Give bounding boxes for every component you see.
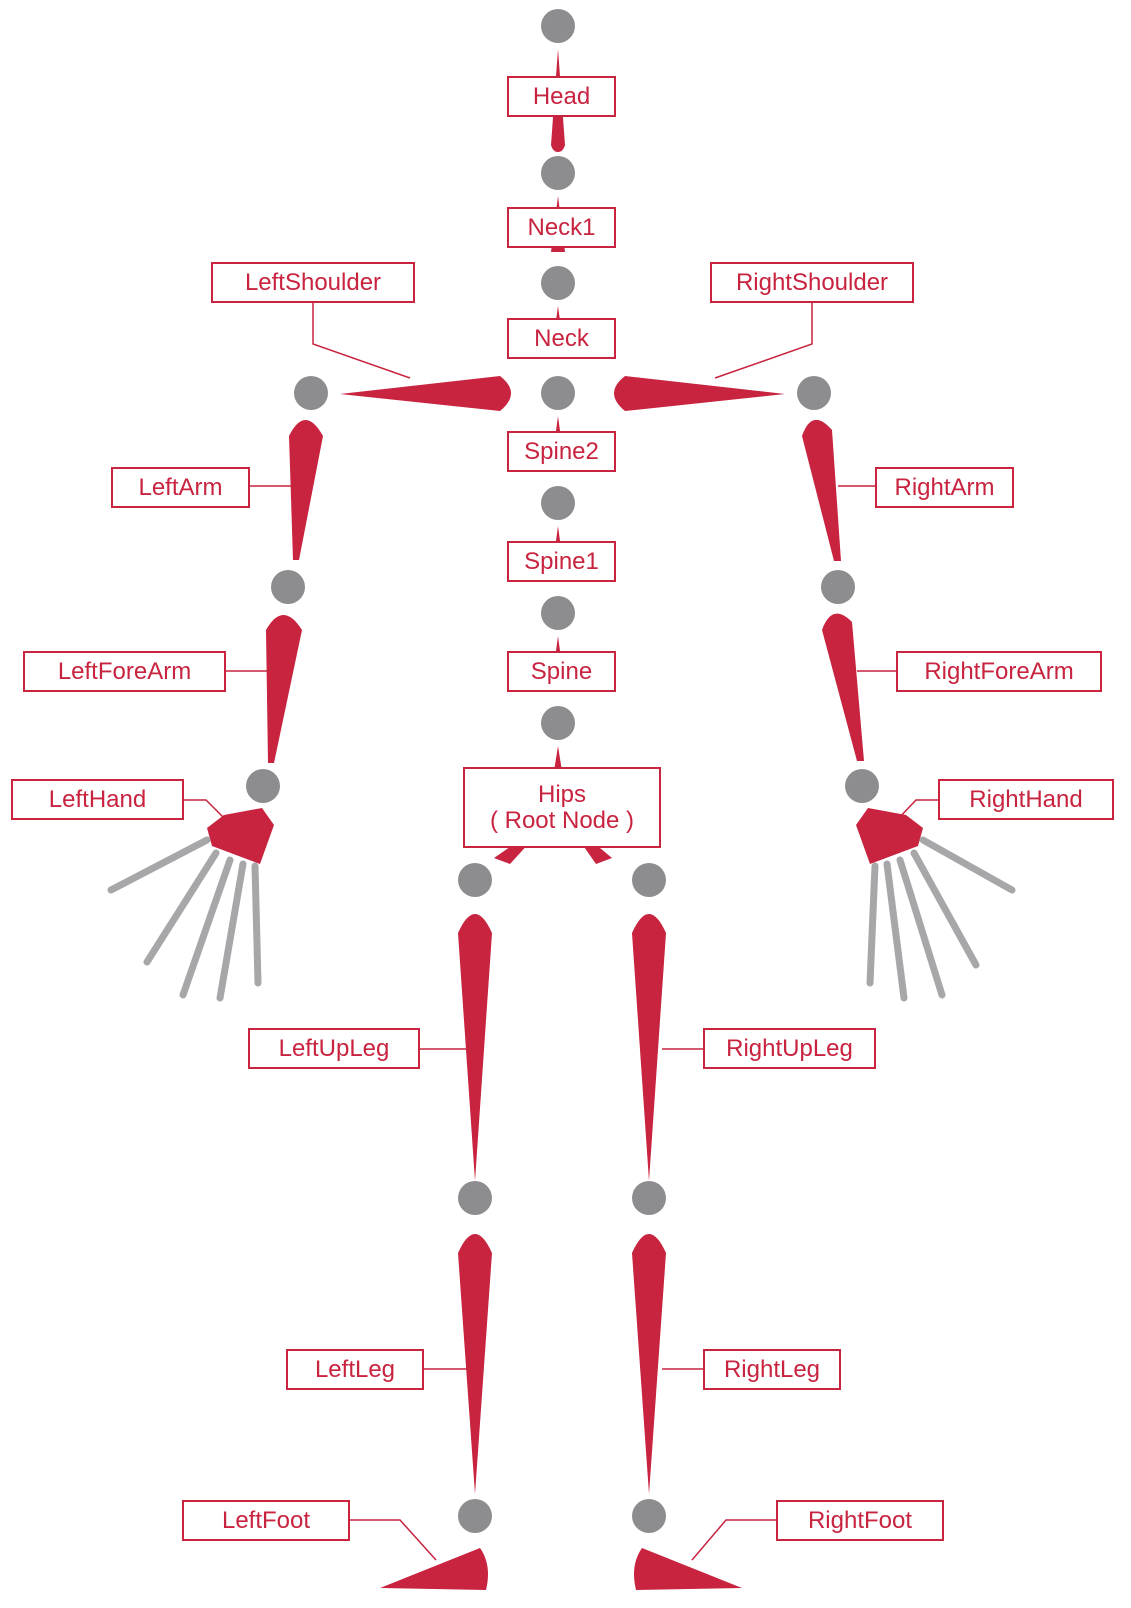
bone-left-shoulder [340, 376, 511, 411]
joint-left-ankle [458, 1499, 492, 1533]
joint-neck [541, 376, 575, 410]
leader-left-shoulder [313, 299, 410, 378]
label-right-leg: RightLeg [703, 1349, 841, 1390]
label-left-upleg: LeftUpLeg [248, 1028, 420, 1069]
bone-right-arm [802, 420, 841, 561]
label-left-hand: LeftHand [11, 779, 184, 820]
label-left-arm: LeftArm [111, 467, 250, 508]
label-left-leg: LeftLeg [286, 1349, 424, 1390]
label-spine1: Spine1 [507, 541, 616, 582]
leader-left-hand [184, 800, 226, 820]
bone-right-shoulder [614, 376, 785, 411]
joint-right-knee [632, 1181, 666, 1215]
joint-left-knee [458, 1181, 492, 1215]
label-head: Head [507, 76, 616, 117]
joint-right-elbow [821, 570, 855, 604]
left-finger-thumb [111, 840, 207, 890]
label-hips: Hips ( Root Node ) [463, 767, 661, 848]
label-left-foot: LeftFoot [182, 1500, 350, 1541]
right-finger-index [914, 853, 976, 965]
bone-right-forearm [822, 614, 864, 761]
joint-head [541, 156, 575, 190]
right-finger-thumb [923, 840, 1012, 890]
bone-left-leg [458, 1234, 492, 1494]
joint-right-shoulder [797, 376, 831, 410]
label-neck1: Neck1 [507, 207, 616, 248]
leader-left-foot [350, 1520, 436, 1560]
joint-spine [541, 706, 575, 740]
bone-right-upleg [632, 914, 666, 1181]
bone-left-forearm [266, 615, 302, 763]
label-spine2: Spine2 [507, 431, 616, 472]
label-spine: Spine [507, 651, 616, 692]
joint-right-ankle [632, 1499, 666, 1533]
left-finger-pinky [255, 866, 258, 983]
joint-right-wrist [845, 769, 879, 803]
right-finger-pinky [870, 866, 875, 983]
bone-left-foot [380, 1548, 488, 1590]
joint-left-elbow [271, 570, 305, 604]
joint-spine2 [541, 486, 575, 520]
bone-left-upleg [458, 914, 492, 1181]
bone-left-arm [289, 420, 323, 560]
joint-right-hip [632, 863, 666, 897]
joint-head-top [541, 9, 575, 43]
label-right-arm: RightArm [875, 467, 1014, 508]
label-hips-note: ( Root Node ) [490, 808, 634, 833]
label-right-forearm: RightForeArm [896, 651, 1102, 692]
label-neck: Neck [507, 318, 616, 359]
right-finger-ring [887, 864, 904, 998]
leader-right-shoulder [715, 299, 812, 378]
leader-right-foot [692, 1520, 776, 1560]
joint-neck1 [541, 266, 575, 300]
joint-left-hip [458, 863, 492, 897]
joint-left-wrist [246, 769, 280, 803]
right-finger-middle [900, 860, 942, 995]
right-fingers [870, 840, 1012, 998]
label-left-shoulder: LeftShoulder [211, 262, 415, 303]
joint-left-shoulder [294, 376, 328, 410]
label-right-foot: RightFoot [776, 1500, 944, 1541]
label-right-upleg: RightUpLeg [703, 1028, 876, 1069]
label-left-forearm: LeftForeArm [23, 651, 226, 692]
bone-right-leg [632, 1234, 666, 1494]
label-right-hand: RightHand [938, 779, 1114, 820]
label-hips-title: Hips [538, 782, 586, 807]
left-fingers [111, 840, 258, 998]
bone-right-foot [634, 1548, 742, 1590]
joint-spine1 [541, 596, 575, 630]
label-right-shoulder: RightShoulder [710, 262, 914, 303]
